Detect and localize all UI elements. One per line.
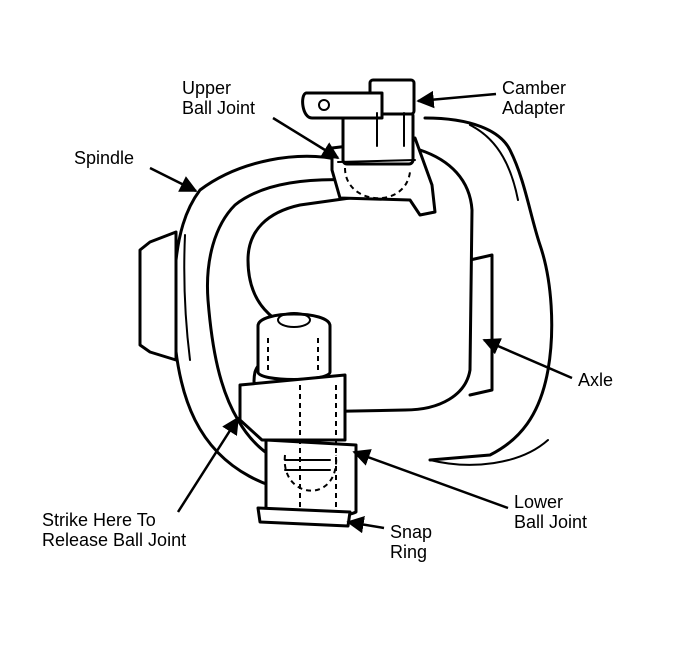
upper-ball-joint bbox=[330, 110, 437, 217]
camber-adapter bbox=[301, 78, 416, 147]
label-camber-adapter: Camber Adapter bbox=[502, 78, 567, 118]
middle-stud bbox=[256, 312, 332, 381]
label-strike-here: Strike Here To Release Ball Joint bbox=[42, 510, 187, 550]
label-spindle: Spindle bbox=[74, 148, 135, 168]
label-snap-ring: Snap Ring bbox=[390, 522, 433, 562]
label-axle: Axle bbox=[578, 370, 614, 390]
label-lower-ball-joint: Lower Ball Joint bbox=[514, 492, 588, 532]
leader-lines bbox=[149, 90, 573, 534]
axle bbox=[423, 116, 554, 466]
snap-ring bbox=[256, 506, 352, 528]
label-upper-ball-joint: Upper Ball Joint bbox=[182, 78, 256, 118]
